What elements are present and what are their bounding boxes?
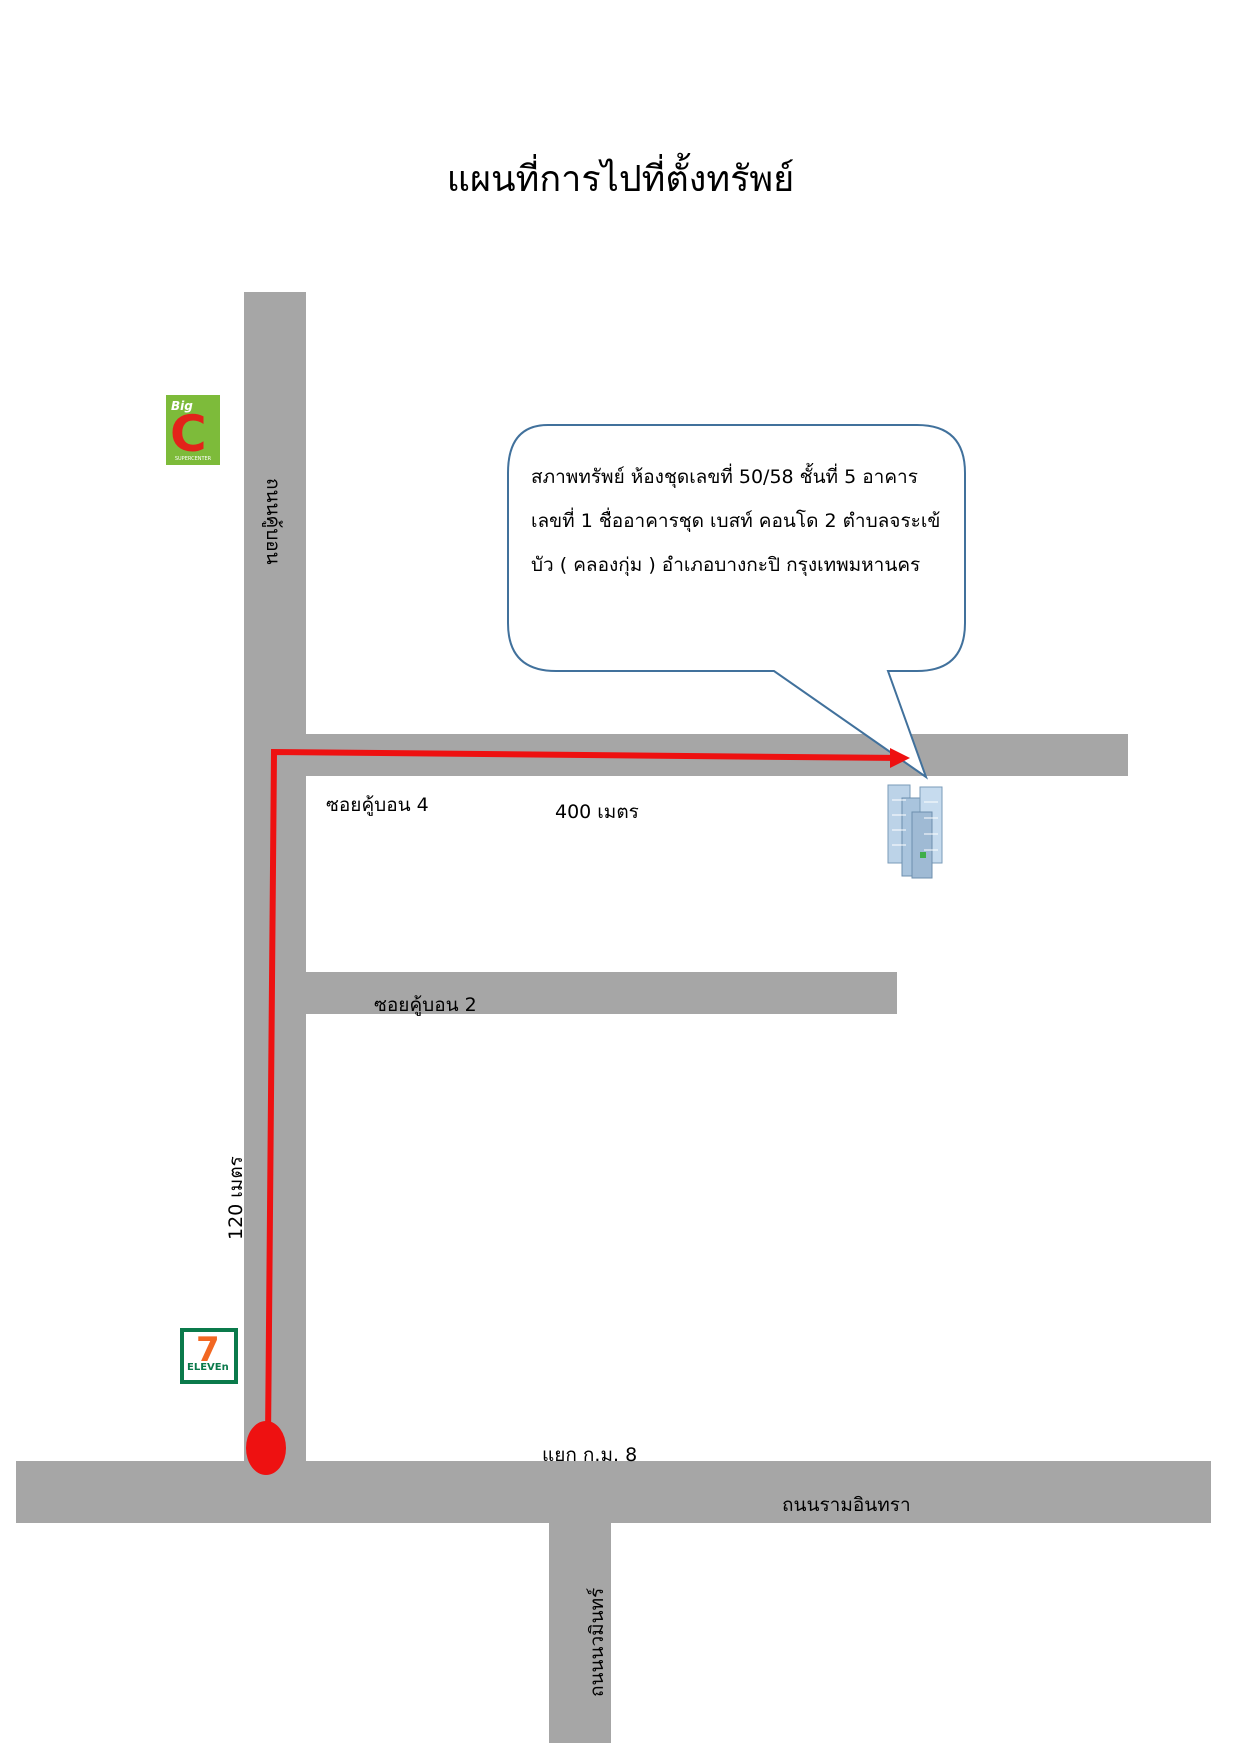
callout-line-2: เลขที่ 1 ชื่ออาคารชุด เบสท์ คอนโด 2 ตำบล…: [531, 510, 941, 532]
road-nawamin: [549, 1521, 611, 1743]
building-icon: [887, 784, 943, 879]
seven-eleven-logo: 7 ELEVEn: [180, 1328, 238, 1384]
bigc-logo-letter: C: [170, 405, 207, 463]
page-title: แผนที่การไปที่ตั้งทรัพย์: [446, 159, 795, 200]
route-arrowhead: [890, 748, 910, 768]
road-ram-inthra: [16, 1461, 1211, 1523]
bigc-logo: Big C SUPERCENTER: [166, 395, 220, 465]
label-distance-horizontal: 400 เมตร: [555, 801, 639, 823]
label-soi-4: ซอยคู้บอน 4: [326, 794, 429, 816]
callout-text: สภาพทรัพย์ ห้องชุดเลขที่ 50/58 ชั้นที่ 5…: [531, 455, 961, 587]
bigc-logo-sub: SUPERCENTER: [174, 456, 212, 462]
start-point-marker: [246, 1421, 286, 1475]
callout-bubble: [507, 424, 966, 780]
label-distance-vertical: 120 เมตร: [225, 1156, 247, 1240]
seven-eleven-word: ELEVEn: [187, 1362, 229, 1373]
label-soi-2: ซอยคู้บอน 2: [374, 994, 477, 1016]
callout-line-1: สภาพทรัพย์ ห้องชุดเลขที่ 50/58 ชั้นที่ 5…: [531, 466, 918, 488]
label-road-nawamin: ถนนนวมินทร์: [586, 1587, 608, 1697]
label-road-khu-bon: ถนนคู้บอน: [262, 478, 284, 565]
callout-line-3: บัว ( คลองกุ่ม ) อำเภอบางกะปิ กรุงเทพมหา…: [531, 554, 921, 576]
bigc-logo-brand: Big: [171, 399, 193, 413]
seven-eleven-number: 7: [196, 1330, 220, 1370]
label-junction: แยก ก.ม. 8: [542, 1444, 638, 1466]
road-soi-2: [304, 972, 897, 1014]
label-road-ram-inthra: ถนนรามอินทรา: [782, 1494, 911, 1516]
route-arrow: [265, 748, 899, 1441]
